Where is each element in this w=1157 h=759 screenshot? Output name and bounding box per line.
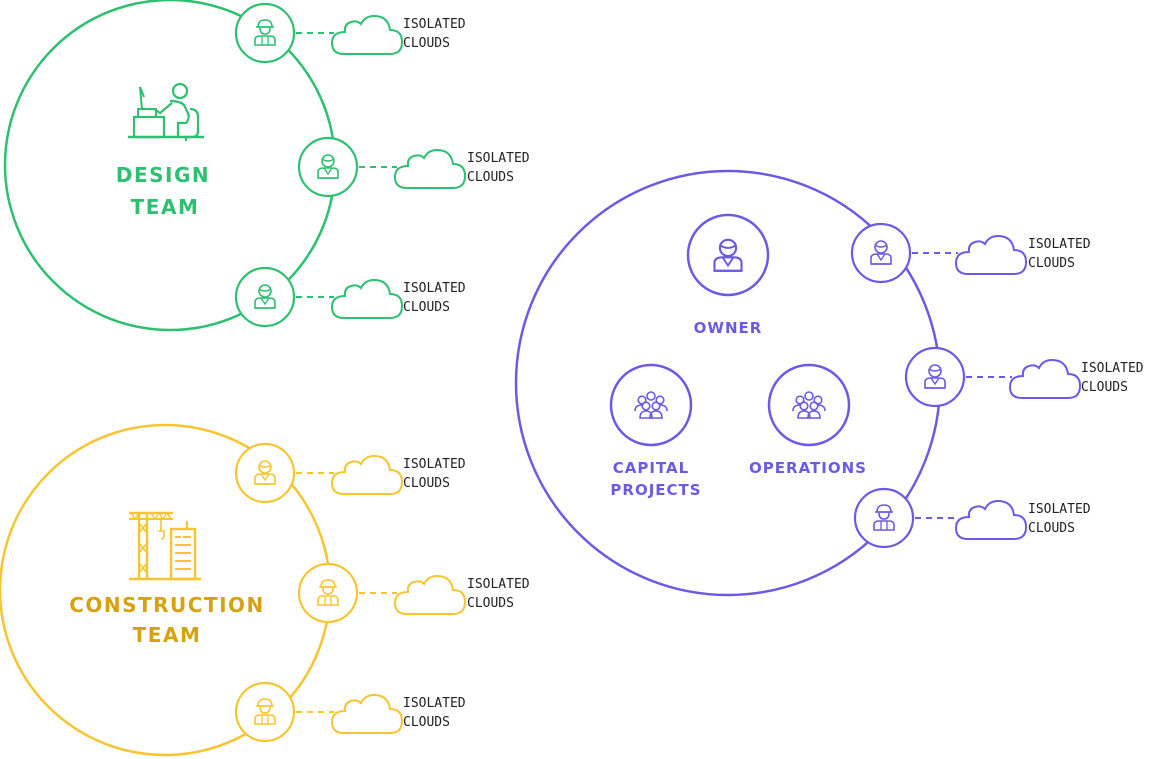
isolated-clouds-label-line2: CLOUDS (403, 476, 450, 491)
construction-team-group: CONSTRUCTION TEAM (0, 423, 332, 757)
crane-building-icon (127, 511, 203, 581)
cloud-icon (394, 575, 466, 615)
isolated-clouds-label-line1: ISOLATED (403, 696, 466, 711)
construction-member-2: ISOLATED CLOUDS (297, 562, 530, 624)
isolated-clouds-label-line2: CLOUDS (467, 170, 514, 185)
construction-team-label-line2: TEAM (133, 623, 202, 647)
cloud-icon (331, 694, 403, 734)
isolated-clouds-label-line1: ISOLATED (1028, 502, 1091, 517)
cloud-icon (955, 235, 1027, 275)
member-badge (234, 2, 296, 64)
design-team-label-line1: DESIGN (116, 163, 210, 187)
capital-projects-label-line1: CAPITAL (613, 459, 689, 477)
cloud-icon (955, 500, 1027, 540)
isolated-clouds-label-line2: CLOUDS (403, 36, 450, 51)
capital-projects-badge (609, 363, 693, 447)
cloud-icon (331, 15, 403, 55)
construction-member-3: ISOLATED CLOUDS (234, 681, 466, 743)
designer-at-desk-icon (126, 82, 206, 143)
owner-group: OWNER CAPITAL PROJECTS OPERATIONS (514, 169, 942, 597)
construction-member-1: ISOLATED CLOUDS (234, 442, 466, 504)
isolated-clouds-label-line1: ISOLATED (467, 151, 530, 166)
cloud-icon (331, 455, 403, 495)
operations-badge (767, 363, 851, 447)
isolated-clouds-label-line2: CLOUDS (1028, 256, 1075, 271)
owner-member-1: ISOLATED CLOUDS (850, 222, 1091, 284)
isolated-clouds-label-line1: ISOLATED (403, 17, 466, 32)
isolated-clouds-label-line2: CLOUDS (1028, 521, 1075, 536)
isolated-clouds-label-line1: ISOLATED (467, 577, 530, 592)
member-badge (853, 487, 915, 549)
isolated-clouds-label-line1: ISOLATED (403, 281, 466, 296)
cloud-icon (1009, 359, 1081, 399)
owner-member-3: ISOLATED CLOUDS (853, 487, 1091, 549)
design-member-2: ISOLATED CLOUDS (297, 136, 530, 198)
capital-projects-label-line2: PROJECTS (610, 481, 701, 499)
design-member-3: ISOLATED CLOUDS (234, 266, 466, 328)
design-member-1: ISOLATED CLOUDS (234, 2, 466, 64)
construction-team-label-line1: CONSTRUCTION (69, 593, 265, 617)
member-badge (234, 681, 296, 743)
owner-label: OWNER (694, 319, 763, 337)
isolated-clouds-label-line1: ISOLATED (1081, 361, 1144, 376)
design-team-label-line2: TEAM (131, 195, 200, 219)
isolated-clouds-label-line1: ISOLATED (1028, 237, 1091, 252)
member-nodes: ISOLATED CLOUDS ISOLATED CLOUDS ISOLATED CLOU… (234, 2, 1144, 743)
isolated-clouds-label-line2: CLOUDS (403, 715, 450, 730)
owner-member-2: ISOLATED CLOUDS (904, 346, 1144, 408)
cloud-icon (394, 149, 466, 189)
isolated-clouds-label-line1: ISOLATED (403, 457, 466, 472)
isolated-clouds-label-line2: CLOUDS (467, 596, 514, 611)
member-badge (297, 562, 359, 624)
isolated-clouds-label-line2: CLOUDS (403, 300, 450, 315)
isolated-clouds-label-line2: CLOUDS (1081, 380, 1128, 395)
cloud-icon (331, 279, 403, 319)
operations-label: OPERATIONS (749, 459, 867, 477)
